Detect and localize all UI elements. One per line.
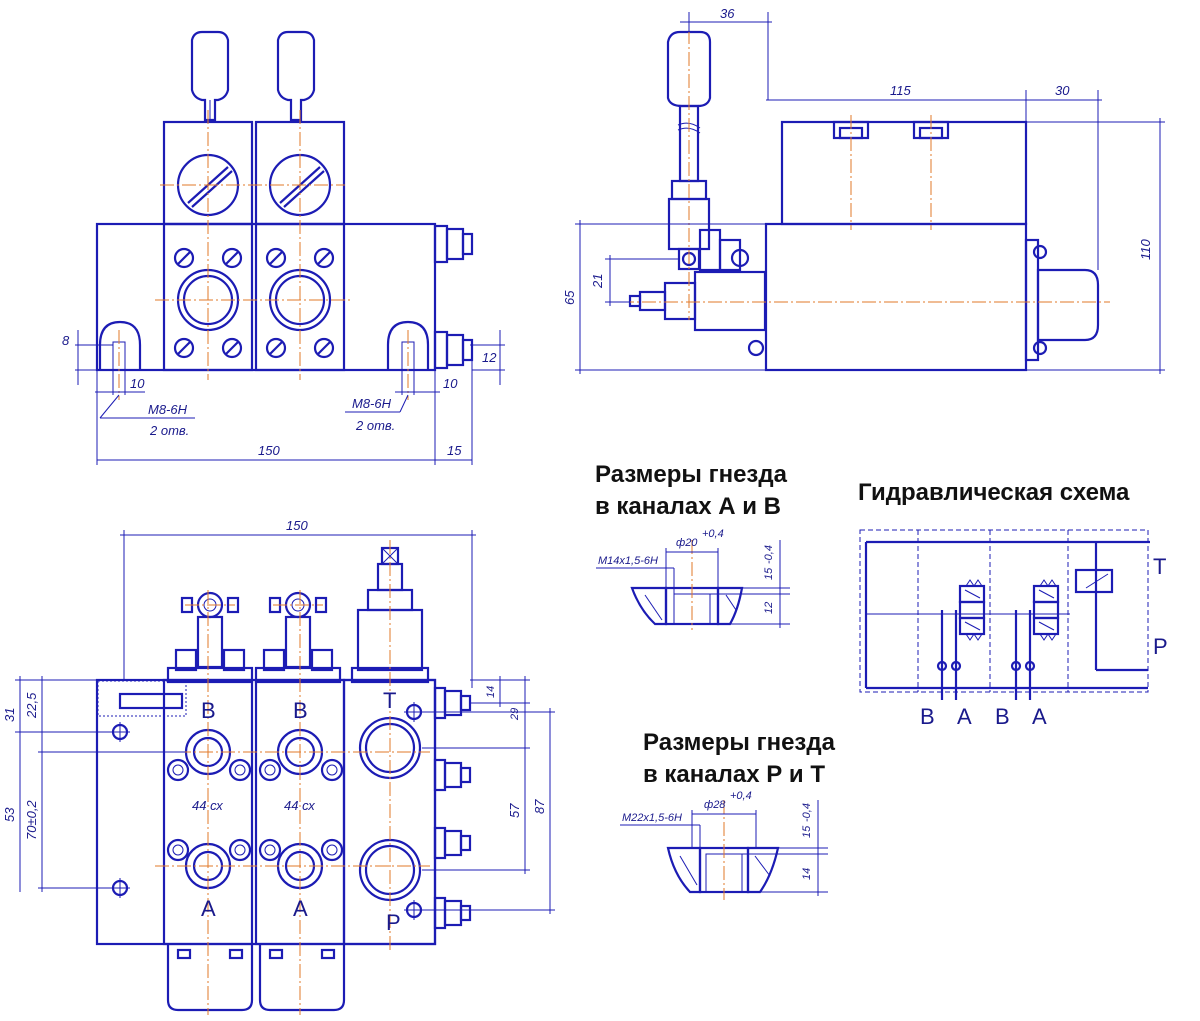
section-marking-2: 44 сх: [284, 798, 315, 813]
socket-pt-title-line1: Размеры гнезда: [643, 729, 836, 756]
front-screws: [173, 247, 335, 359]
scheme-port-t: T: [1153, 554, 1166, 579]
side-view: 36 115 30 110 65 21: [562, 6, 1165, 374]
actuator-2: [254, 591, 342, 684]
side-dim-30: 30: [1055, 83, 1070, 98]
front-holes-right: 2 отв.: [355, 418, 395, 433]
side-end-cap: [1036, 268, 1100, 342]
scheme-port-b1: B: [920, 704, 935, 729]
top-bolts: [166, 758, 344, 862]
socket-pt-diameter-tol: +0,4: [730, 790, 752, 802]
side-handle: [666, 30, 712, 108]
section-label-t: T: [383, 688, 396, 713]
top-dim-150: 150: [286, 518, 308, 533]
section-marking-1: 44 сх: [192, 798, 223, 813]
top-dim-29: 29: [509, 708, 521, 721]
socket-ab-title-line2: в каналах А и В: [595, 493, 781, 520]
front-dim-12: 12: [482, 350, 497, 365]
mount-hole-right: [386, 320, 430, 370]
socket-ab-depth: 15: [763, 567, 775, 580]
top-view: B B A A T P 44 сх 44 сх 150 31 22,5 53 7…: [2, 518, 555, 1015]
socket-pt-depth: 15: [801, 825, 813, 838]
front-dim-10-right: 10: [443, 376, 458, 391]
mount-hole-left: [98, 320, 142, 370]
side-dim-21: 21: [590, 274, 605, 289]
scheme-title: Гидравлическая схема: [858, 479, 1130, 506]
bottom-cap-2: [258, 944, 346, 1012]
section-label-b2: B: [293, 698, 308, 723]
socket-ab-depth-tol: -0,4: [763, 545, 775, 564]
bottom-cap-1: [166, 944, 254, 1012]
top-dim-14: 14: [485, 686, 497, 698]
scheme-port-b2: B: [995, 704, 1010, 729]
front-view: 150 15 8 12 10 10 M8-6H 2 отв. M8-6H 2 о…: [62, 30, 505, 465]
front-dim-15: 15: [447, 443, 462, 458]
top-dim-57: 57: [507, 803, 522, 818]
side-upper-body: [780, 120, 1028, 226]
handle-right: [276, 30, 316, 122]
socket-ab-diameter: ф20: [676, 537, 698, 549]
top-dim-70: 70±0,2: [24, 800, 39, 840]
section-label-a1: A: [201, 896, 216, 921]
spool-symbol-2: [1010, 579, 1060, 688]
socket-ab-thread: M14x1,5-6H: [598, 555, 658, 567]
front-holes-left: 2 отв.: [149, 423, 189, 438]
side-dim-110: 110: [1138, 239, 1153, 260]
socket-ab-title-line1: Размеры гнезда: [595, 461, 788, 488]
handle-left: [190, 30, 230, 122]
front-thread-left: M8-6H: [148, 402, 188, 417]
front-dim-10-left: 10: [130, 376, 145, 391]
front-thread-right: M8-6H: [352, 396, 392, 411]
side-dim-115: 115: [890, 83, 911, 98]
hydraulic-scheme: Гидравлическая схема: [858, 479, 1168, 729]
scheme-port-p: P: [1153, 634, 1168, 659]
scheme-port-a1: A: [957, 704, 972, 729]
front-dim-8: 8: [62, 333, 70, 348]
side-dim-36: 36: [720, 6, 735, 21]
actuator-1: [166, 591, 254, 684]
front-dim-150: 150: [258, 443, 280, 458]
section-label-p: P: [386, 910, 401, 935]
socket-ab-diameter-tol: +0,4: [702, 528, 724, 540]
socket-pt-title-line2: в каналах Р и Т: [643, 761, 825, 788]
spool-symbol-1: [936, 579, 986, 688]
socket-pt-thread: M22x1,5-6H: [622, 812, 682, 824]
top-dim-53: 53: [2, 807, 17, 822]
socket-pt-diameter: ф28: [704, 799, 726, 811]
socket-ab-detail: Размеры гнезда в каналах А и В ф20 +0,4 …: [595, 461, 790, 630]
section-label-b1: B: [201, 698, 216, 723]
side-dim-65: 65: [562, 290, 577, 305]
top-dim-22-5: 22,5: [24, 692, 39, 719]
socket-pt-dim-14: 14: [801, 868, 813, 880]
top-dim-87: 87: [532, 799, 547, 814]
relief-valve-symbol: [1074, 568, 1114, 594]
section-label-a2: A: [293, 896, 308, 921]
socket-pt-depth-tol: -0,4: [801, 803, 813, 822]
socket-pt-detail: Размеры гнезда в каналах Р и Т ф28 +0,4 …: [620, 729, 836, 900]
top-dim-31: 31: [2, 708, 17, 722]
side-main-body: [764, 222, 1028, 372]
scheme-port-a2: A: [1032, 704, 1047, 729]
socket-ab-dim-12: 12: [763, 602, 775, 614]
